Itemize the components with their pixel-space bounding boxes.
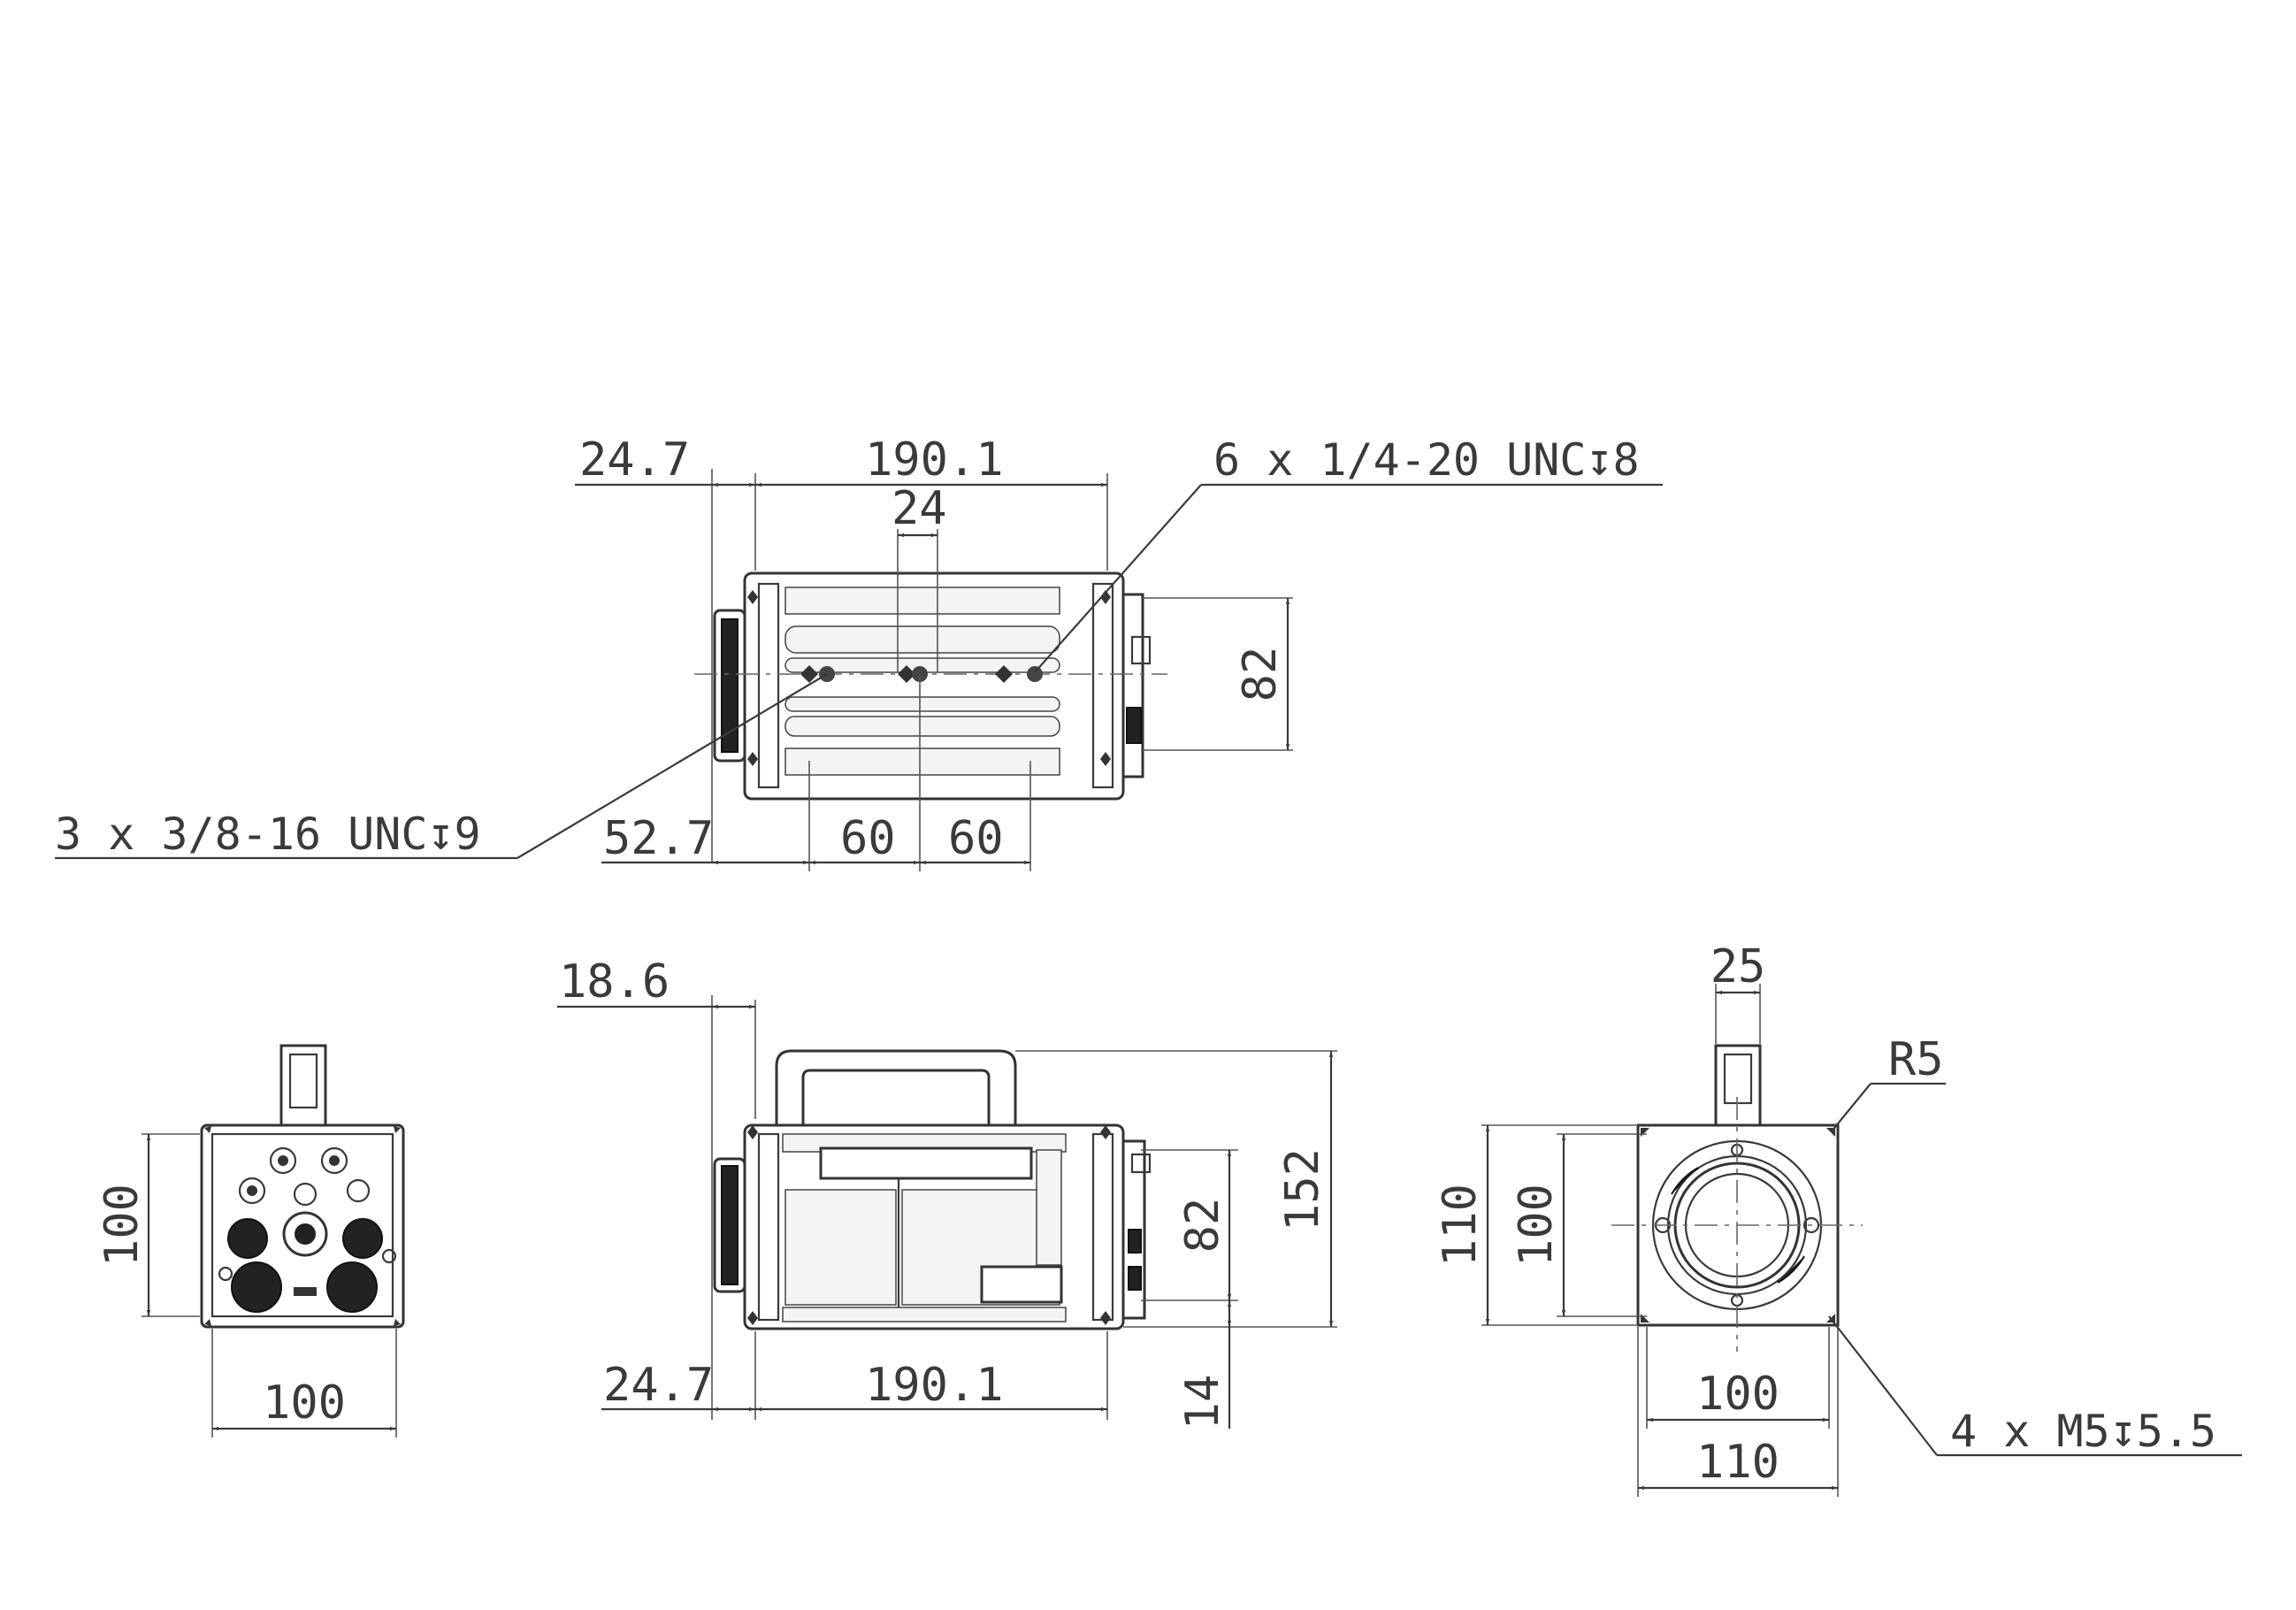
side-dim-total-height: 152 [1276,1148,1329,1231]
top-dim-pitch-a: 60 [840,812,896,865]
side-dim-length: 190.1 [865,1359,1004,1412]
top-view: 24.7 190.1 24 6 x 1/4-20 UNC↧8 82 3 x 3/… [55,433,1663,871]
rear-dim-width: 100 [263,1376,346,1430]
rear-dim-height: 100 [96,1184,149,1267]
front-dim-handle: 25 [1711,940,1766,993]
top-dim-height: 82 [1234,647,1287,702]
callout-quarter-20-threads: 6 x 1/4-20 UNC↧8 [1213,434,1640,486]
top-dim-flange: 24.7 [579,433,690,487]
front-dim-inner-width: 100 [1696,1368,1779,1421]
top-view-camera-body [694,571,1167,801]
front-view: 25 R5 110 100 100 110 4 x M5↧5.5 [1434,940,2242,1497]
rear-view-connectors [218,1146,397,1313]
side-dim-body-height: 82 [1176,1198,1229,1254]
callout-three-eighths-threads: 3 x 3/8-16 UNC↧9 [55,809,481,860]
front-dim-outer-height: 110 [1434,1184,1487,1267]
side-dim-bottom: 14 [1176,1375,1229,1430]
front-dim-outer-width: 110 [1696,1436,1779,1489]
side-view: 18.6 24.7 190.1 82 152 14 [557,955,1337,1430]
top-dim-offset: 52.7 [603,812,714,865]
front-dim-inner-height: 100 [1510,1184,1563,1267]
top-dim-length: 190.1 [865,433,1004,487]
rear-view: 100 100 [96,1044,405,1438]
top-dim-hole-pitch: 24 [892,482,947,535]
side-dim-lens: 18.6 [559,955,670,1008]
top-view-thread-holes [747,590,1111,766]
callout-m5-mount-holes: 4 x M5↧5.5 [1950,1406,2216,1457]
top-dim-pitch-b: 60 [948,812,1004,865]
side-dim-flange: 24.7 [603,1359,714,1412]
callout-corner-radius: R5 [1888,1033,1944,1086]
